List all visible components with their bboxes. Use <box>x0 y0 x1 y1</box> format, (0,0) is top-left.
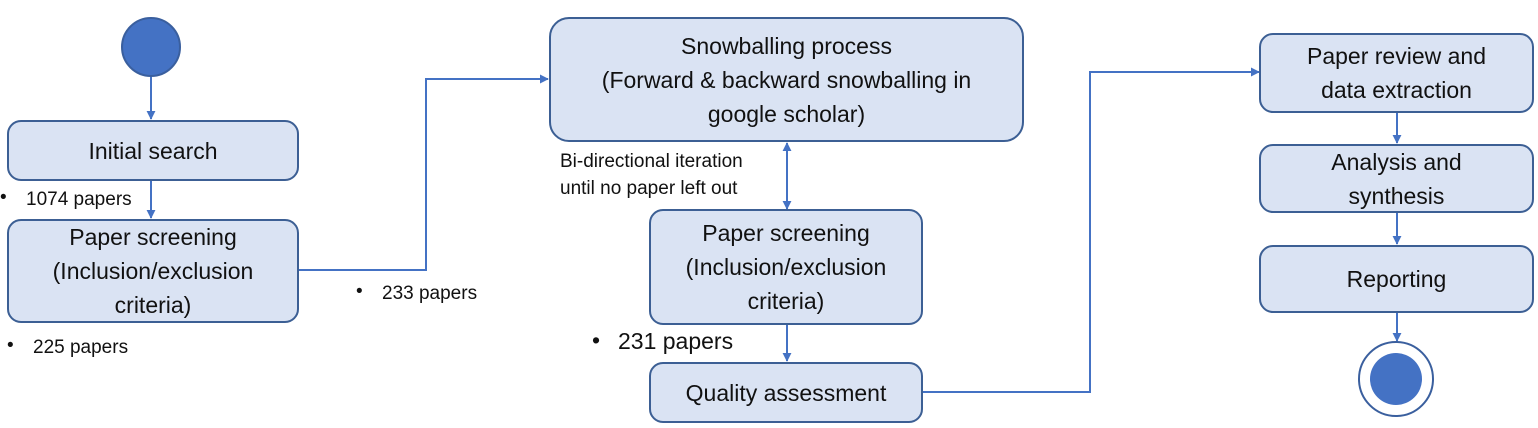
papers-1074-label: 1074 papers <box>26 189 132 210</box>
analysis-synthesis-label: Analysis and synthesis <box>1331 148 1462 209</box>
papers-231-label: 231 papers <box>618 328 734 354</box>
start-node <box>121 17 181 77</box>
snowballing-process-box: Snowballing process (Forward & backward … <box>549 17 1024 142</box>
papers-225-label: 225 papers <box>33 337 129 358</box>
bullet-233: • <box>356 281 363 302</box>
snowballing-process-label: Snowballing process (Forward & backward … <box>601 32 972 127</box>
end-node-inner <box>1370 353 1422 405</box>
arrow-quality-to-review <box>923 67 1260 393</box>
iteration-note: Bi-directional iteration until no paper … <box>560 151 743 199</box>
reporting-box: Reporting <box>1259 245 1534 313</box>
analysis-synthesis-box: Analysis and synthesis <box>1259 144 1534 213</box>
reporting-label: Reporting <box>1346 266 1447 292</box>
arrow-screening-to-snowballing <box>299 74 549 271</box>
papers-233-label: 233 papers <box>382 283 478 304</box>
end-node <box>1358 341 1434 417</box>
quality-assessment-box: Quality assessment <box>649 362 923 423</box>
paper-screening-box-1: Paper screening (Inclusion/exclusion cri… <box>7 219 299 323</box>
bullet-231: • <box>592 327 601 353</box>
paper-screening-label-1: Paper screening (Inclusion/exclusion cri… <box>52 224 254 318</box>
initial-search-box: Initial search <box>7 120 299 181</box>
paper-review-label: Paper review and data extraction <box>1307 43 1486 103</box>
paper-review-box: Paper review and data extraction <box>1259 33 1534 113</box>
bullet-225: • <box>7 335 14 356</box>
paper-screening-box-2: Paper screening (Inclusion/exclusion cri… <box>649 209 923 325</box>
paper-screening-label-2: Paper screening (Inclusion/exclusion cri… <box>685 220 887 314</box>
initial-search-label: Initial search <box>88 137 218 164</box>
quality-assessment-label: Quality assessment <box>685 379 887 406</box>
bullet-1074: • <box>0 187 7 208</box>
